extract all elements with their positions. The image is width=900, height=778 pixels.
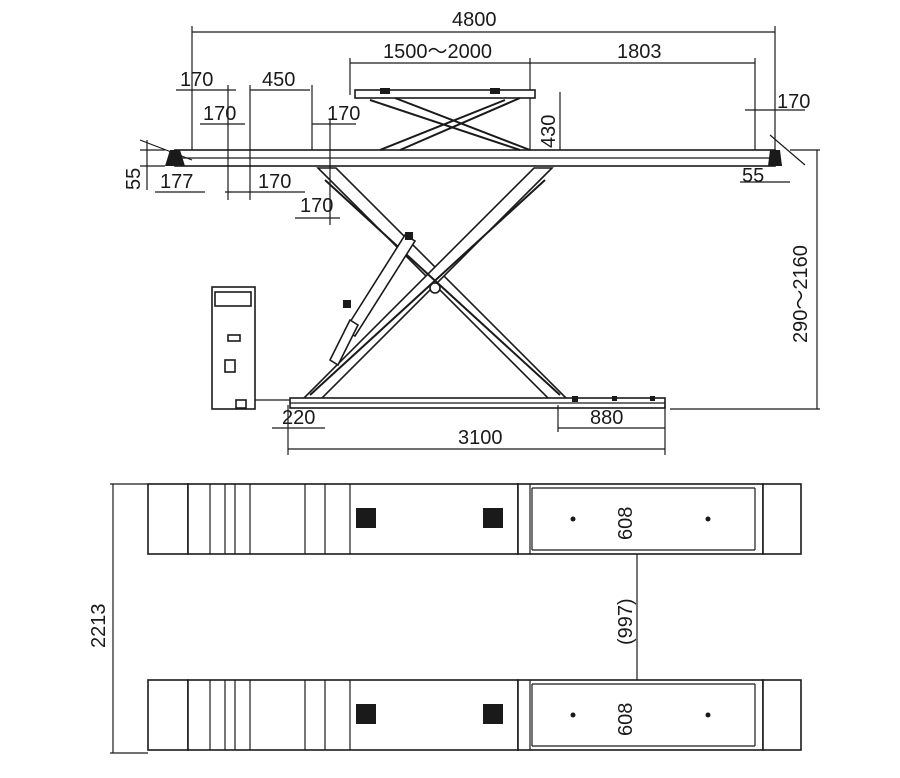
dim-width-450: 450 <box>262 69 295 91</box>
side-view: 4800 1500～2000 1803 170 450 170 170 170 … <box>123 9 820 455</box>
dim-base-880: 880 <box>590 407 623 429</box>
dim-inner-170-a: 170 <box>203 103 236 125</box>
dim-right-170: 170 <box>777 91 810 113</box>
dim-end-170-a: 170 <box>180 69 213 91</box>
dim-base-220: 220 <box>282 407 315 429</box>
dim-lower-170-a: 170 <box>258 171 291 193</box>
dim-track-width-2: 608 <box>615 703 637 736</box>
dim-track-width-1: 608 <box>615 507 637 540</box>
dim-overall-length: 4800 <box>452 9 497 31</box>
upper-runway: 608 <box>147 483 802 555</box>
control-cabinet <box>211 286 290 410</box>
dim-left-177: 177 <box>160 171 193 193</box>
dim-base-length: 3100 <box>458 427 503 449</box>
lower-runway: 608 <box>147 679 802 751</box>
dim-lower-170-b: 170 <box>300 195 333 217</box>
dim-right-55: 55 <box>742 165 764 187</box>
dim-height-430: 430 <box>538 115 560 148</box>
top-view: 608 (997) 608 <box>88 483 802 754</box>
dim-track-gap: (997) <box>615 598 637 645</box>
dim-left-55: 55 <box>123 168 145 190</box>
dim-inner-170-b: 170 <box>327 103 360 125</box>
dim-lift-height: 290～2160 <box>790 245 812 343</box>
dim-ramp-section: 1803 <box>617 41 662 63</box>
dim-overall-width: 2213 <box>88 604 110 649</box>
dim-platform-range: 1500～2000 <box>383 41 492 63</box>
